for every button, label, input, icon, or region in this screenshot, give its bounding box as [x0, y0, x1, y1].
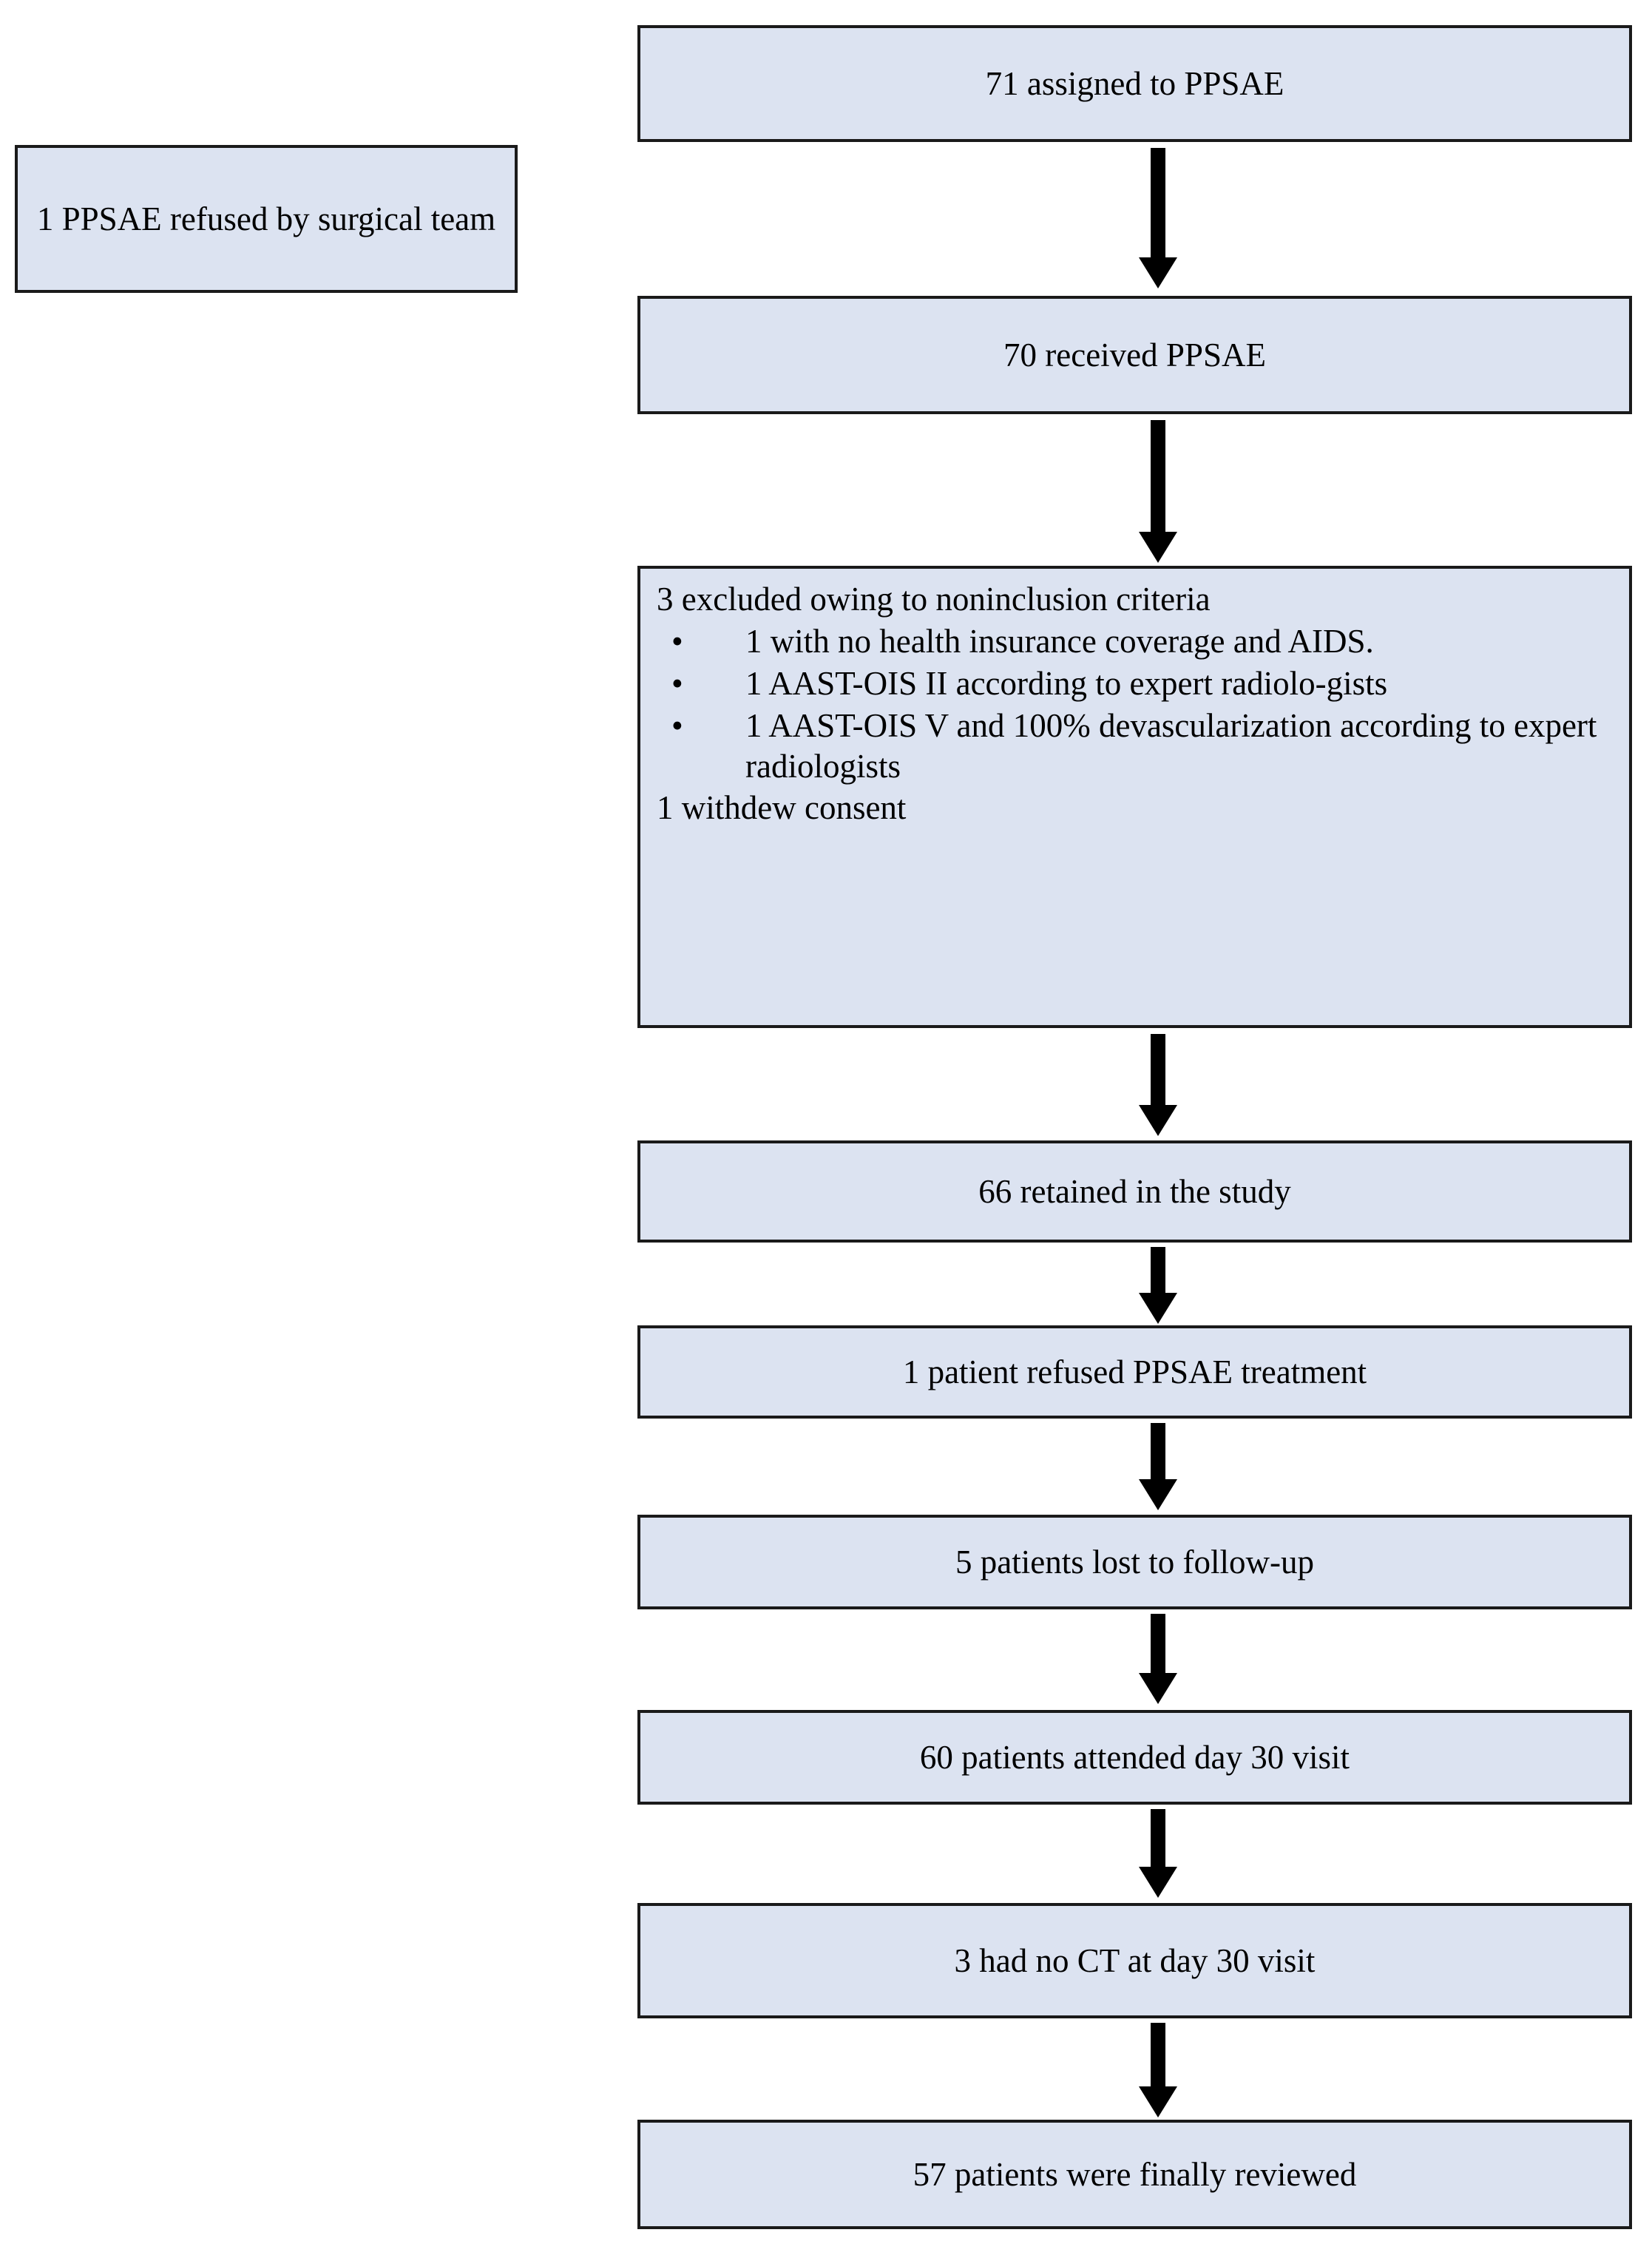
node-label: 1 patient refused PPSAE treatment	[902, 1353, 1367, 1390]
list-item: • 1 with no health insurance coverage an…	[657, 621, 1614, 662]
node-label: 5 patients lost to follow-up	[955, 1543, 1314, 1581]
node-label: 3 had no CT at day 30 visit	[954, 1941, 1316, 1979]
node-finally-reviewed: 57 patients were finally reviewed	[637, 2120, 1632, 2229]
down-arrow-icon-5	[1139, 1423, 1177, 1512]
down-arrow-icon-1	[1139, 148, 1177, 290]
down-arrow-icon-4	[1139, 1247, 1177, 1324]
list-item: • 1 AAST-OIS V and 100% devascularizatio…	[657, 706, 1614, 787]
down-arrow-icon-2	[1139, 420, 1177, 565]
list-item-label: 1 AAST-OIS V and 100% devascularization …	[745, 706, 1597, 785]
exclusion-heading: 3 excluded owing to noninclusion criteri…	[657, 581, 1211, 618]
down-arrow-icon-8	[1139, 2023, 1177, 2119]
node-label: 66 retained in the study	[978, 1172, 1291, 1210]
node-lost-to-followup: 5 patients lost to follow-up	[637, 1515, 1632, 1609]
down-arrow-icon-7	[1139, 1809, 1177, 1899]
list-item-label: 1 with no health insurance coverage and …	[745, 622, 1374, 660]
node-refused-treatment: 1 patient refused PPSAE treatment	[637, 1325, 1632, 1419]
node-label: 57 patients were finally reviewed	[913, 2155, 1357, 2193]
node-received: 70 received PPSAE	[637, 296, 1632, 414]
node-no-ct-day30: 3 had no CT at day 30 visit	[637, 1903, 1632, 2018]
node-retained: 66 retained in the study	[637, 1140, 1632, 1243]
node-label: 71 assigned to PPSAE	[985, 64, 1284, 102]
node-label: 60 patients attended day 30 visit	[919, 1738, 1350, 1776]
node-ppsae-refused-by-surgical-team: 1 PPSAE refused by surgical team	[15, 145, 518, 293]
list-item-label: 1 AAST-OIS II according to expert radiol…	[745, 664, 1388, 702]
bullet-icon: •	[671, 706, 683, 744]
bullet-icon: •	[671, 622, 683, 660]
bullet-icon: •	[671, 664, 683, 702]
exclusion-footer: 1 withdew consent	[657, 789, 907, 827]
node-label: 1 PPSAE refused by surgical team	[36, 200, 496, 237]
node-label: 70 received PPSAE	[1003, 336, 1266, 373]
node-assigned: 71 assigned to PPSAE	[637, 25, 1632, 142]
list-item: • 1 AAST-OIS II according to expert radi…	[657, 663, 1614, 704]
exclusion-list: • 1 with no health insurance coverage an…	[657, 621, 1614, 787]
down-arrow-icon-3	[1139, 1034, 1177, 1139]
node-attended-day30: 60 patients attended day 30 visit	[637, 1710, 1632, 1805]
node-exclusions: 3 excluded owing to noninclusion criteri…	[637, 566, 1632, 1028]
down-arrow-icon-6	[1139, 1614, 1177, 1706]
